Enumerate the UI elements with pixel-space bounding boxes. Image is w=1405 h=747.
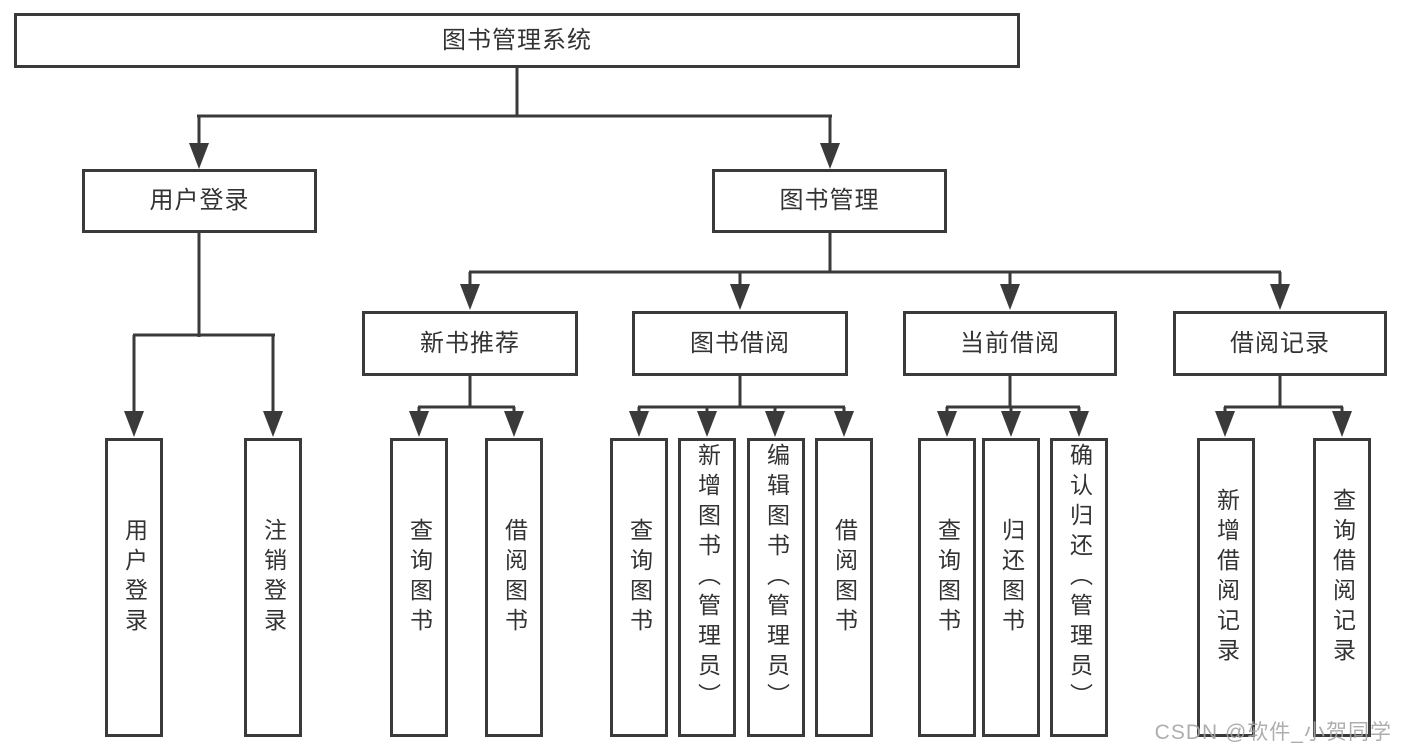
leaf-add-borrow-record: 新增借阅记录 <box>1197 438 1255 737</box>
node-new-book-recommend: 新书推荐 <box>362 311 578 376</box>
node-borrow-records: 借阅记录 <box>1173 311 1387 376</box>
node-label: 图书管理系统 <box>442 26 592 54</box>
arrow-down-icon <box>765 411 785 437</box>
arrowheads <box>124 143 1352 437</box>
node-label: 借阅图书 <box>831 517 858 638</box>
node-label: 当前借阅 <box>960 329 1060 357</box>
node-label: 借阅图书 <box>501 517 528 638</box>
node-label: 新增图书（管理员） <box>694 442 721 713</box>
node-label: 编辑图书（管理员） <box>763 442 790 713</box>
arrow-down-icon <box>263 411 283 437</box>
node-label: 新书推荐 <box>420 329 520 357</box>
node-label: 查询借阅记录 <box>1329 487 1356 668</box>
arrow-down-icon <box>834 411 854 437</box>
arrow-down-icon <box>189 143 209 169</box>
leaf-add-books-admin: 新增图书（管理员） <box>678 438 736 737</box>
arrow-down-icon <box>1000 284 1020 310</box>
arrow-down-icon <box>1069 411 1089 437</box>
node-book-management-system: 图书管理系统 <box>14 13 1020 68</box>
arrow-down-icon <box>504 411 524 437</box>
arrow-down-icon <box>937 411 957 437</box>
leaf-query-books-borrow: 查询图书 <box>610 438 668 737</box>
node-label: 查询图书 <box>626 517 653 638</box>
node-label: 图书借阅 <box>690 329 790 357</box>
tree-connector-path <box>132 67 1344 413</box>
node-book-management: 图书管理 <box>712 169 947 233</box>
arrow-down-icon <box>820 143 840 169</box>
node-label: 归还图书 <box>998 517 1025 638</box>
arrow-down-icon <box>730 284 750 310</box>
arrow-down-icon <box>1001 411 1021 437</box>
leaf-query-books-current: 查询图书 <box>918 438 976 737</box>
node-book-borrow: 图书借阅 <box>632 311 848 376</box>
node-label: 查询图书 <box>934 517 961 638</box>
arrow-down-icon <box>629 411 649 437</box>
leaf-logout: 注销登录 <box>244 438 302 737</box>
node-user-login: 用户登录 <box>82 169 317 233</box>
leaf-return-books: 归还图书 <box>982 438 1040 737</box>
node-label: 新增借阅记录 <box>1213 487 1240 668</box>
arrow-down-icon <box>460 284 480 310</box>
leaf-edit-books-admin: 编辑图书（管理员） <box>747 438 805 737</box>
node-label: 借阅记录 <box>1230 329 1330 357</box>
leaf-borrow-books: 借阅图书 <box>815 438 873 737</box>
leaf-query-borrow-record: 查询借阅记录 <box>1313 438 1371 737</box>
arrow-down-icon <box>1270 284 1290 310</box>
node-label: 用户登录 <box>121 517 148 638</box>
leaf-user-login: 用户登录 <box>105 438 163 737</box>
node-current-borrow: 当前借阅 <box>903 311 1117 376</box>
leaf-borrow-books-recommend: 借阅图书 <box>485 438 543 737</box>
node-label: 注销登录 <box>260 517 287 638</box>
node-label: 查询图书 <box>406 517 433 638</box>
leaf-confirm-return-admin: 确认归还（管理员） <box>1050 438 1108 737</box>
arrow-down-icon <box>1215 411 1235 437</box>
leaf-query-books-recommend: 查询图书 <box>390 438 448 737</box>
arrow-down-icon <box>1332 411 1352 437</box>
csdn-watermark: CSDN @软件_小贺同学 <box>1154 721 1392 744</box>
arrow-down-icon <box>409 411 429 437</box>
node-label: 图书管理 <box>779 187 880 214</box>
arrow-down-icon <box>124 411 144 437</box>
arrow-down-icon <box>697 411 717 437</box>
node-label: 用户登录 <box>149 187 250 214</box>
node-label: 确认归还（管理员） <box>1066 442 1093 713</box>
